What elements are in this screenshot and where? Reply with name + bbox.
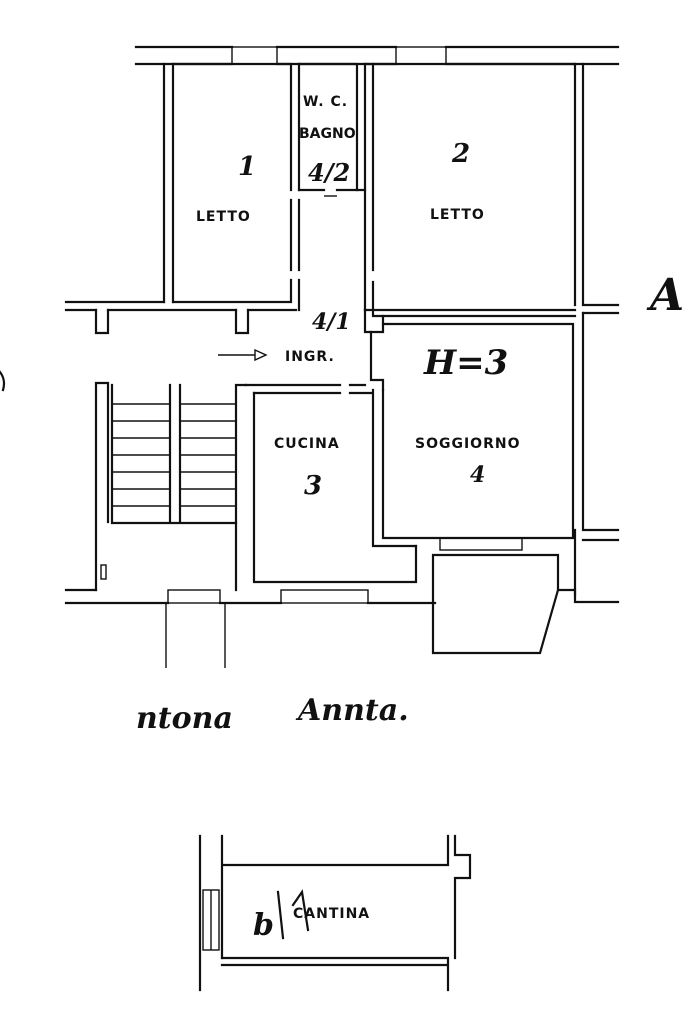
room-label-ingresso: INGR.	[285, 349, 335, 365]
handwritten-mark-cantina	[276, 889, 310, 940]
window-south-1	[167, 589, 221, 604]
room-number-cucina: 3	[304, 471, 322, 501]
room-label-letto-1: LETTO	[196, 209, 251, 225]
handwritten-note-left: ntona	[136, 701, 233, 736]
south-wall	[64, 589, 437, 668]
room-letto-2	[363, 62, 577, 318]
room-label-cucina: CUCINA	[274, 436, 340, 452]
room-label-wc-1: W. C.	[303, 94, 348, 110]
window-south-2	[280, 589, 369, 604]
room-wc	[297, 62, 367, 312]
room-number-wc: 4/2	[308, 158, 350, 187]
room-number-ingresso: 4/1	[312, 309, 351, 335]
handwritten-mark-left-edge	[0, 370, 6, 392]
cantina-plan	[198, 834, 472, 992]
room-number-cantina: b	[253, 908, 274, 943]
handwritten-note-margin: A	[646, 270, 683, 321]
room-label-soggiorno: SOGGIORNO	[415, 436, 520, 452]
room-number-soggiorno: 4	[470, 462, 485, 488]
staircase	[64, 381, 238, 592]
room-soggiorno	[371, 322, 575, 548]
room-label-wc-2: BAGNO	[299, 126, 356, 142]
window-north-1	[231, 46, 278, 65]
room-label-cantina: CANTINA	[293, 906, 370, 922]
room-cucina	[234, 383, 418, 592]
room-number-letto-1: 1	[238, 152, 256, 182]
room-number-letto-2: 2	[451, 139, 470, 169]
handwritten-note-right: Annta.	[295, 693, 409, 728]
room-label-letto-2: LETTO	[430, 207, 485, 223]
room-letto-1	[171, 62, 301, 312]
balcony	[431, 537, 620, 655]
height-annotation: H=3	[423, 343, 508, 383]
window-north-2	[395, 46, 447, 65]
